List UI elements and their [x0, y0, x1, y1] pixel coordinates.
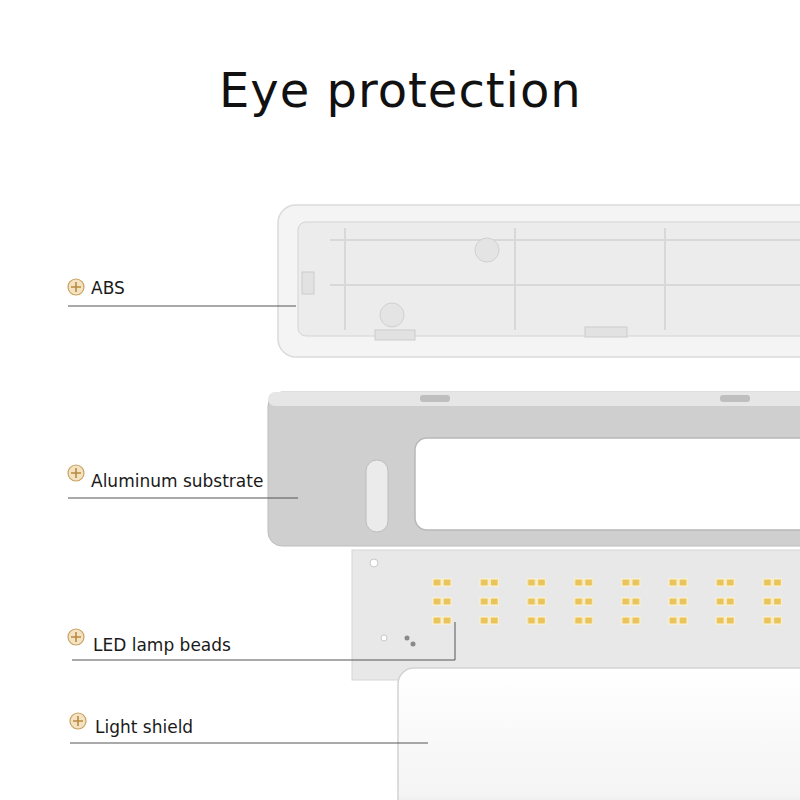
leader-line — [68, 306, 296, 307]
leader-line — [72, 622, 455, 660]
pcb-pad — [405, 636, 410, 641]
plus-icon-cross — [71, 468, 81, 478]
cover-boss — [380, 303, 404, 327]
cover-rib — [514, 228, 516, 330]
cover-rib — [344, 228, 346, 330]
plus-icon-cross — [71, 282, 81, 292]
cover-rim — [278, 205, 800, 357]
pcb-hole — [370, 559, 378, 567]
substrate-notch — [720, 395, 750, 402]
cover-clip — [302, 272, 314, 294]
cover-rib — [330, 284, 800, 286]
part-label: LED lamp beads — [93, 635, 231, 655]
plus-icon — [68, 629, 84, 645]
cover-rib — [330, 239, 800, 241]
cover-boss — [475, 238, 499, 262]
plus-icons — [68, 279, 86, 729]
plus-icon-cross — [73, 716, 83, 726]
leader-line — [70, 743, 428, 744]
plus-icon-cross — [71, 632, 81, 642]
part-label: Light shield — [95, 717, 193, 737]
part-label: ABS — [91, 278, 125, 298]
part-label: Aluminum substrate — [91, 471, 263, 491]
shield-body — [398, 668, 800, 800]
page-title: Eye protection — [219, 62, 582, 118]
leaders — [68, 306, 455, 743]
plus-icon — [70, 713, 86, 729]
pcb-pad — [411, 642, 416, 647]
light-shield — [398, 668, 800, 800]
cover-tray — [298, 222, 800, 336]
pcb-hole — [381, 635, 387, 641]
led-beads — [432, 578, 800, 635]
abs-cover — [278, 205, 800, 357]
cover-clip — [585, 327, 627, 337]
leader-line — [68, 498, 298, 499]
substrate-peg — [366, 460, 388, 532]
aluminum-substrate — [268, 392, 800, 546]
substrate-window — [415, 438, 800, 530]
cover-rib — [664, 228, 666, 330]
substrate-edge — [268, 392, 800, 406]
cover-clip — [375, 330, 415, 340]
plus-icon — [68, 279, 84, 295]
plus-icon — [68, 465, 84, 481]
substrate-notch — [420, 395, 450, 402]
